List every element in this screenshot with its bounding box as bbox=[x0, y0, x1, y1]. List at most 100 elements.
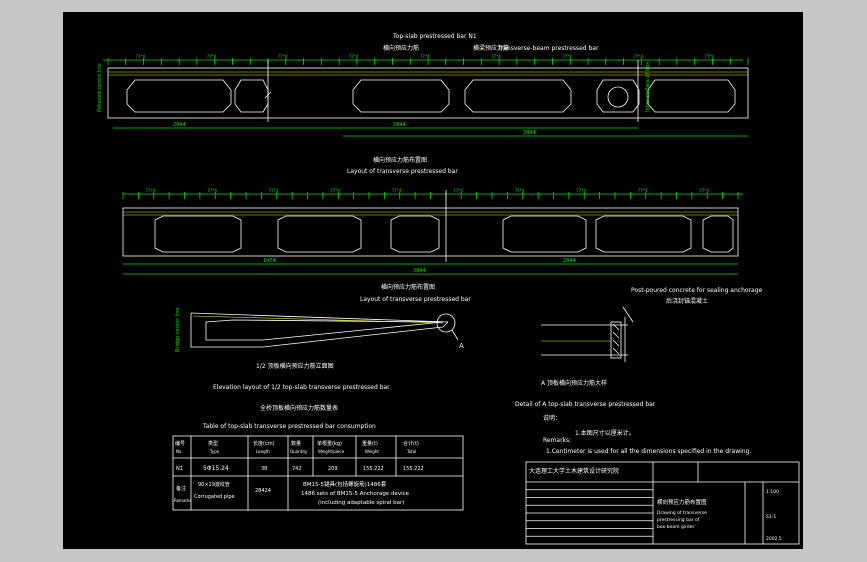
bottom-box-cell-2 bbox=[277, 215, 362, 253]
top-dim-label-0: 77*4 bbox=[136, 54, 146, 59]
bottom-total-dim-label: 3844 bbox=[413, 268, 426, 274]
detail-caption-cn: A 顶板横向预应力筋大样 bbox=[541, 379, 607, 387]
th-weight-en: Weight bbox=[365, 449, 379, 454]
top-total-dim-label: 3844 bbox=[523, 130, 536, 136]
th-wpp-en: Weight/piece bbox=[318, 449, 345, 454]
tb-drawing-en-1: Drawing of transverse bbox=[657, 510, 707, 516]
top-break-line-1 bbox=[264, 60, 272, 122]
remarks-line-cn: 1.本图尺寸以厘米计。 bbox=[575, 429, 635, 437]
bottom-box-cell-5 bbox=[595, 215, 692, 253]
th-no-en: No bbox=[176, 449, 182, 454]
top-caption-en: Layout of transverse prestressed bar bbox=[347, 168, 458, 175]
top-view-title: Top-slab prestressed bar N1 bbox=[392, 33, 477, 40]
cell-r2-note-b: 1486 sets of BM15-5 Anchorage device bbox=[301, 491, 410, 497]
bottom-box-cell-6 bbox=[702, 215, 734, 253]
top-box-cell-1 bbox=[126, 79, 232, 113]
bottom-caption-cn: 横向预应力筋布置图 bbox=[381, 283, 435, 291]
bottom-dim-label-1: 77*4 bbox=[207, 188, 217, 193]
top-side-label-right: Inner surface of box bbox=[645, 62, 651, 112]
detail-hatch bbox=[612, 323, 620, 355]
top-dim-label-6: 77*4 bbox=[562, 54, 572, 59]
tb-drawing-cn: 横向预应力筋布置图 bbox=[657, 498, 707, 506]
cell-r2-note-a: BM15-5锚具(包括螺旋筋)1486套 bbox=[303, 480, 387, 488]
elevation-cell bbox=[205, 319, 444, 341]
cell-r1-wpp: 209 bbox=[328, 466, 338, 472]
cell-r1-type: 5Φ15.24 bbox=[203, 465, 229, 472]
bottom-box-cell-4 bbox=[502, 215, 587, 253]
cell-r1-no: N1 bbox=[176, 466, 183, 472]
table-title-cn: 全桥顶板横向预应力筋数量表 bbox=[260, 404, 338, 412]
th-len-cn: 长度(cm) bbox=[253, 440, 275, 447]
bottom-dim-label-5: 77*4 bbox=[453, 188, 463, 193]
th-no-cn: 编号 bbox=[175, 440, 185, 447]
top-dim-label-3: 77*4 bbox=[349, 54, 359, 59]
bottom-span-dim-a-label: 1474 bbox=[263, 258, 276, 264]
cell-r1-len: 38 bbox=[261, 466, 267, 472]
cell-r1-weight: 155.222 bbox=[363, 466, 384, 472]
consumption-table: 全桥顶板横向预应力筋数量表 Table of top-slab transver… bbox=[172, 404, 464, 511]
bottom-dim-label-0: 77*4 bbox=[146, 188, 156, 193]
cell-r2-type-a: 90×19波纹管 bbox=[198, 481, 230, 488]
cell-r1-qty: 742 bbox=[292, 466, 302, 472]
th-type-cn: 类型 bbox=[208, 440, 218, 447]
top-view-label-cn: 横向预应力筋 bbox=[383, 44, 419, 52]
elevation-outline-top bbox=[190, 312, 449, 323]
top-slab-outline bbox=[107, 67, 749, 119]
tb-drawing-en-2: prestressing bar of bbox=[657, 517, 700, 523]
cell-r2-type-b: Corrugated pipe bbox=[194, 494, 235, 500]
drawing-sheet: Top-slab prestressed bar N1 横向预应力筋 横梁预应力… bbox=[63, 12, 803, 549]
cad-drawing: Top-slab prestressed bar N1 横向预应力筋 横梁预应力… bbox=[97, 33, 800, 545]
title-block: 大连理工大学土木建筑设计研究院 横向预应力筋布置图 Drawing of tra… bbox=[525, 461, 800, 545]
elevation-caption-en: Elevation layout of 1/2 top-slab transve… bbox=[213, 384, 390, 391]
top-box-cell-2 bbox=[234, 79, 269, 113]
bottom-dim-label-6: 77*4 bbox=[515, 188, 525, 193]
cell-r2-len: 28424 bbox=[255, 488, 271, 494]
cell-r2-no-en: Remarks bbox=[174, 498, 191, 503]
remarks-line-en: 1.Centimeter is used for all the dimensi… bbox=[546, 448, 751, 455]
top-plan-view: Top-slab prestressed bar N1 横向预应力筋 横梁预应力… bbox=[97, 33, 749, 175]
bottom-slab-outline bbox=[122, 207, 739, 257]
title-block-rows bbox=[526, 489, 653, 537]
cell-r2-note-c: (including adaptable spiral bar) bbox=[318, 500, 404, 506]
bottom-dim-label-2: 77*4 bbox=[269, 188, 279, 193]
top-box-cell-6 bbox=[647, 79, 736, 113]
top-box-cell-3 bbox=[352, 79, 450, 113]
elevation-view: A Bridge center line 1/2 顶板横向预应力筋立面图 Ele… bbox=[175, 307, 464, 391]
th-qty-en: Quantity bbox=[290, 449, 308, 454]
top-dim-label-5: 77*4 bbox=[491, 54, 501, 59]
top-box-cell-4 bbox=[464, 79, 572, 113]
elevation-label-a: A bbox=[459, 342, 464, 350]
elevation-detail-circle bbox=[436, 313, 456, 333]
top-caption-cn: 横向预应力筋布置图 bbox=[373, 156, 427, 164]
elevation-leader bbox=[451, 329, 459, 341]
cell-r1-total: 155.222 bbox=[403, 466, 424, 472]
top-box-cell-5 bbox=[596, 79, 640, 113]
detail-note-en: Post-poured concrete for sealing anchora… bbox=[631, 287, 763, 294]
remarks-title-cn: 说明： bbox=[543, 414, 561, 422]
th-qty-cn: 数量 bbox=[291, 440, 301, 447]
elevation-side-label: Bridge center line bbox=[175, 307, 181, 352]
detail-caption-en: Detail of A top-slab transverse prestres… bbox=[515, 401, 656, 408]
top-span-dim-a-label: 2844 bbox=[173, 122, 186, 128]
th-weight-cn: 重量(t) bbox=[362, 440, 378, 447]
cell-r2-no-cn: 备注 bbox=[176, 485, 186, 492]
th-len-en: Length bbox=[256, 449, 270, 454]
top-dim-label-4: 77*4 bbox=[420, 54, 430, 59]
bottom-dim-label-4: 77*4 bbox=[392, 188, 402, 193]
top-side-label-left: Polished centre line bbox=[97, 63, 103, 112]
top-span-dim-b-label: 2844 bbox=[393, 122, 406, 128]
remarks: 说明： Remarks: 1.本图尺寸以厘米计。 1.Centimeter is… bbox=[543, 414, 751, 455]
top-dim-label-8: 77*4 bbox=[704, 54, 714, 59]
bottom-span-dim-b-label: 2844 bbox=[563, 258, 576, 264]
top-view-label-en2: Transverse-beam prestressed bar bbox=[497, 45, 599, 52]
top-dim-label-2: 77*4 bbox=[278, 54, 288, 59]
remarks-title-en: Remarks: bbox=[543, 437, 571, 444]
table-frame bbox=[172, 435, 464, 511]
detail-anchor-block bbox=[610, 321, 622, 359]
bottom-dim-label-9: 77*4 bbox=[699, 188, 709, 193]
detail-note-cn: 后浇封锚混凝土 bbox=[666, 297, 708, 305]
th-wpp-cn: 单根重(kg) bbox=[317, 440, 342, 447]
tb-drawing-en-3: box-beam girder bbox=[657, 524, 694, 530]
